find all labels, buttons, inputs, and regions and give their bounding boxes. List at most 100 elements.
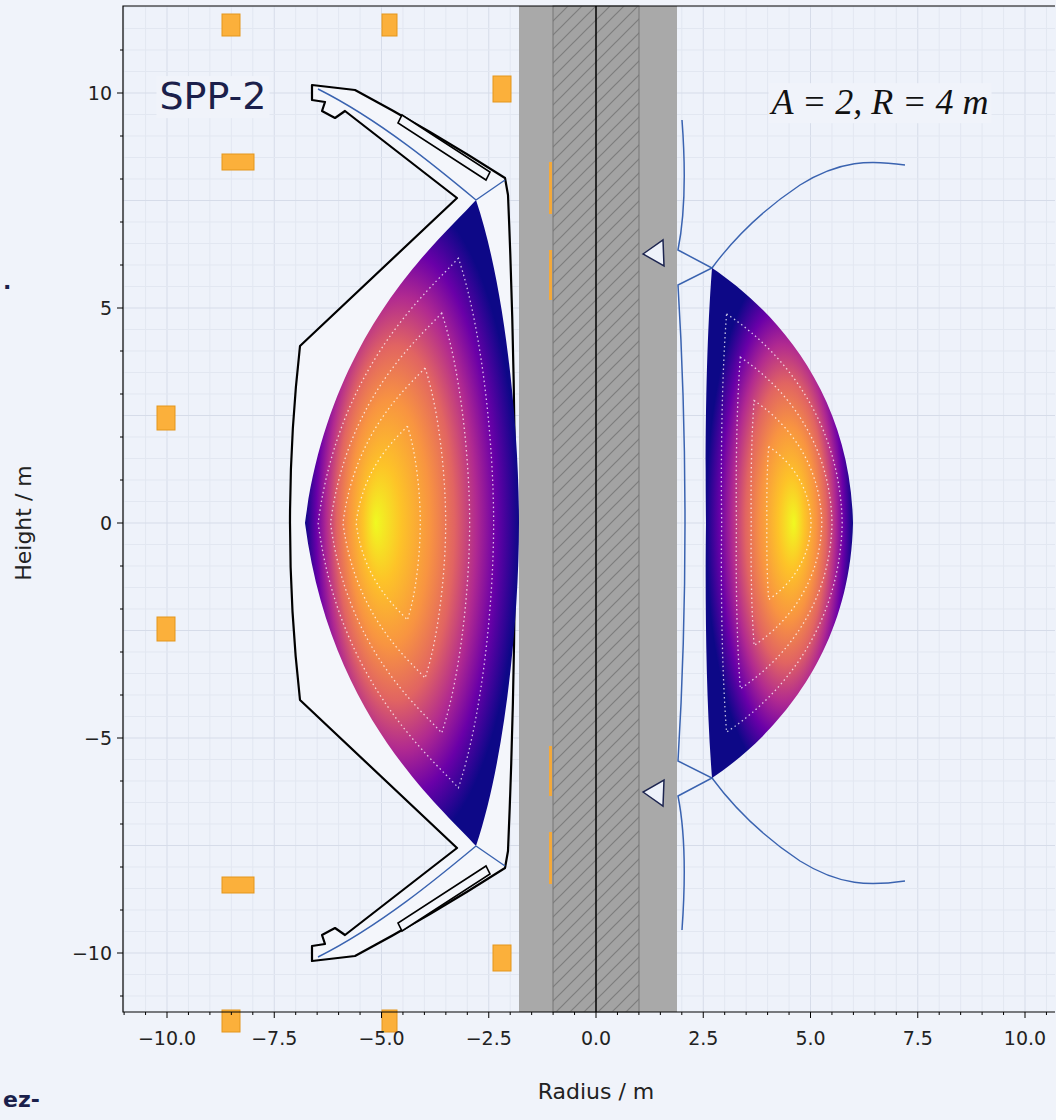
grid-line [982,6,983,1012]
x-tick [681,1012,682,1015]
axes-frame [117,6,1055,1018]
grid-line [853,6,854,1012]
tick-label: −5 [84,728,112,749]
x-tick [660,1012,661,1015]
tick-label: 10.0 [1004,1028,1046,1049]
figure-title: SPP-2 [156,76,269,118]
x-tick [124,1012,125,1015]
grid-line [1003,6,1004,1012]
x-tick [488,1012,489,1018]
grid-line [874,6,875,1012]
pf-coil [222,154,254,170]
pf-coil [222,1010,240,1032]
x-tick [789,1012,790,1015]
tick-label: 0 [100,513,112,534]
y-tick [117,523,123,524]
x-tick [810,1012,811,1018]
y-tick [120,394,123,395]
y-tick [120,996,123,997]
x-tick [252,1012,253,1015]
text-fragment: ez- [3,1088,40,1112]
x-tick [360,1012,361,1015]
grid-line [917,6,918,1012]
x-tick [596,1012,597,1018]
tick-label: 10 [88,83,112,104]
cs-coil [549,832,552,884]
x-tick [1046,1012,1047,1015]
x-tick [510,1012,511,1015]
flux-contour [331,313,470,733]
central-column [519,6,677,1012]
grid-line [274,6,275,1012]
axis-spine [123,6,1055,1012]
x-tick [746,1012,747,1015]
parameter-note: A = 2, R = 4 m [769,83,992,123]
grid-line [681,6,682,1012]
x-tick [295,1012,296,1015]
x-tick [338,1012,339,1015]
x-tick [874,1012,875,1015]
pf-coil [157,406,175,430]
tick-label: −7.5 [251,1028,297,1049]
x-tick [831,1012,832,1015]
tick-label: −5.0 [358,1028,404,1049]
divertor-target [643,240,664,806]
y-tick [120,609,123,610]
flux-contour [767,446,811,599]
x-tick [917,1012,918,1018]
x-tick [939,1012,940,1015]
y-tick [117,738,123,739]
x-tick [167,1012,168,1018]
x-tick [381,1012,382,1018]
tick-label: 5.0 [795,1028,825,1049]
y-tick [120,265,123,266]
x-tick [402,1012,403,1015]
tick-label: 2.5 [688,1028,718,1049]
flux-contour [721,314,842,732]
y-tick [120,351,123,352]
y-tick [120,910,123,911]
grid-line [124,6,125,1012]
tick-label: −10.0 [138,1028,196,1049]
x-tick [896,1012,897,1015]
pf-coil [493,945,511,971]
separatrix-leg [712,162,905,883]
flux-contours [318,258,493,788]
x-tick [574,1012,575,1015]
grid-line [703,6,704,1012]
x-tick [960,1012,961,1015]
y-tick [117,93,123,94]
pf-coil [157,617,175,641]
tick-label: 5 [100,298,112,319]
y-tick [120,867,123,868]
grid-line [1046,6,1047,1012]
plot-area [123,6,1056,1012]
x-tick [531,1012,532,1015]
pf-coil [222,14,240,36]
y-tick [120,824,123,825]
solenoid-hatch [553,6,639,1012]
x-tick [209,1012,210,1015]
grid-line [188,6,189,1012]
grid-line [145,6,146,1012]
axis-of-symmetry [595,6,597,1012]
y-tick [120,222,123,223]
axis-title: Height / m [12,465,36,581]
pf-coil [222,877,254,893]
y-tick [117,308,123,309]
x-tick [982,1012,983,1015]
y-tick [120,136,123,137]
grid-line [209,6,210,1012]
y-tick [120,695,123,696]
x-tick [853,1012,854,1015]
y-tick [120,179,123,180]
grid-line [960,6,961,1012]
x-tick [767,1012,768,1015]
x-tick [638,1012,639,1015]
x-tick [553,1012,554,1015]
coil-set [157,14,552,1032]
tick-label: 0.0 [581,1028,611,1049]
x-tick [724,1012,725,1015]
